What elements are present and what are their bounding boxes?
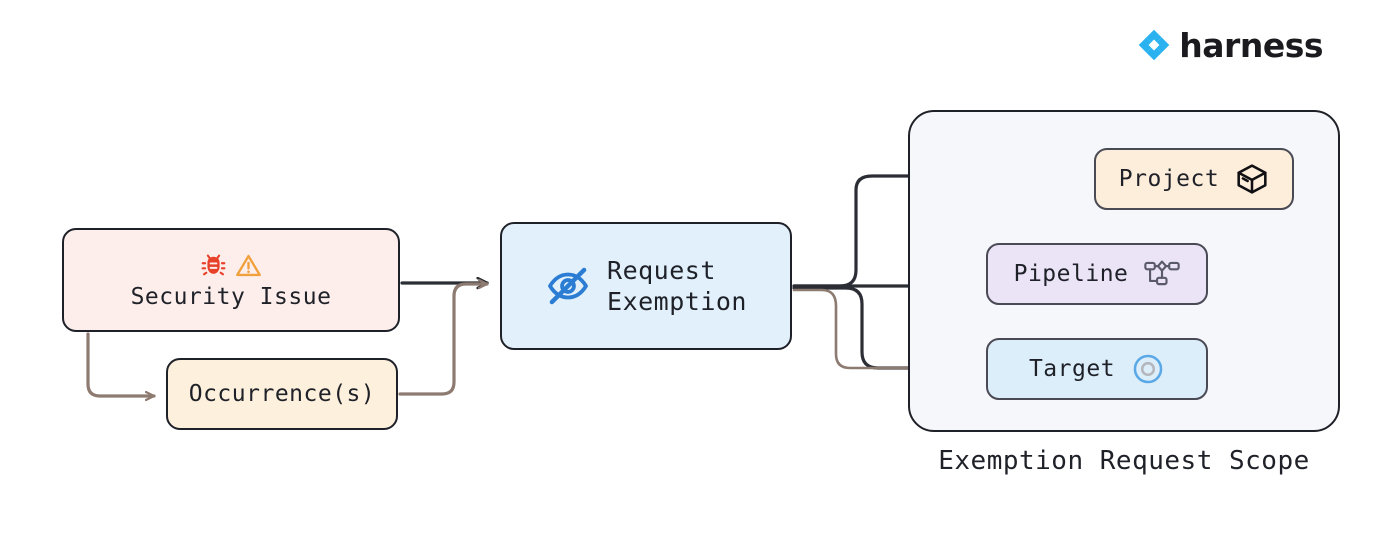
node-target-label: Target	[1028, 356, 1116, 382]
pipeline-nodes-icon	[1144, 260, 1181, 286]
node-security-issue-label: Security Issue	[130, 284, 332, 310]
harness-diamond-logo-icon	[1138, 29, 1170, 61]
node-target[interactable]: Target	[986, 338, 1208, 400]
node-occurrences-label: Occurrence(s)	[188, 381, 376, 407]
node-security-issue[interactable]: Security Issue	[62, 228, 400, 332]
edge-occurrences-to-request-exemption	[398, 284, 489, 396]
node-project-label: Project	[1118, 166, 1220, 192]
eye-slash-icon	[548, 267, 588, 305]
harness-wordmark: harness	[1179, 25, 1323, 65]
harness-logo: harness	[1137, 28, 1323, 62]
bug-icon	[201, 254, 226, 275]
exemption-request-scope-caption: Exemption Request Scope	[938, 446, 1310, 476]
node-occurrences[interactable]: Occurrence(s)	[166, 358, 398, 430]
node-pipeline[interactable]: Pipeline	[986, 243, 1208, 305]
target-ring-icon	[1133, 354, 1163, 384]
node-project[interactable]: Project	[1094, 148, 1294, 210]
node-pipeline-label: Pipeline	[1013, 261, 1129, 287]
node-request-exemption[interactable]: Request Exemption	[500, 222, 792, 350]
edge-security-issue-to-occurrences	[86, 332, 156, 396]
warning-triangle-icon	[236, 254, 261, 276]
node-request-exemption-label: Request Exemption	[607, 255, 747, 316]
cube-box-icon	[1237, 164, 1267, 194]
security-issue-icons	[200, 250, 262, 280]
